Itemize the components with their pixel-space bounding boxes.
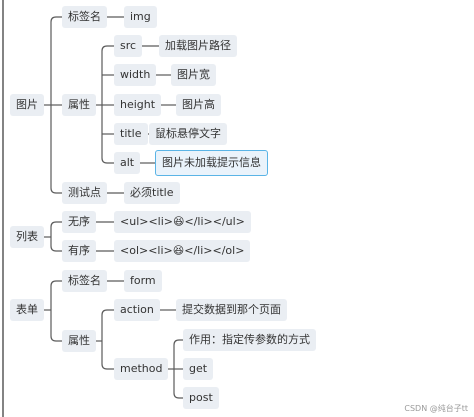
watermark: CSDN @纯台子tt <box>404 404 468 413</box>
node-img-attr-label[interactable]: 属性 <box>62 94 96 116</box>
node-form-tag-value[interactable]: form <box>124 270 162 292</box>
connector-line <box>50 280 62 287</box>
node-height[interactable]: height <box>114 94 162 116</box>
node-test-point[interactable]: 测试点 <box>62 182 107 204</box>
node-ordered-code[interactable]: <ol><li>😆</li></ol> <box>114 240 251 262</box>
connector-line <box>50 187 62 194</box>
connector-line <box>50 335 62 342</box>
node-method[interactable]: method <box>114 358 169 380</box>
node-width[interactable]: width <box>114 64 157 86</box>
connector-line <box>50 221 62 228</box>
node-alt[interactable]: alt <box>114 152 141 174</box>
node-tupian[interactable]: 图片 <box>10 94 44 116</box>
node-form-tag-label[interactable]: 标签名 <box>62 270 107 292</box>
node-src[interactable]: src <box>114 35 143 57</box>
node-method-desc[interactable]: 作用：指定传参数的方式 <box>183 329 316 351</box>
node-src-desc[interactable]: 加载图片路径 <box>159 35 237 57</box>
connector-line <box>101 363 114 370</box>
node-liebiao[interactable]: 列表 <box>10 226 44 248</box>
node-test-point-desc[interactable]: 必须title <box>124 182 180 204</box>
node-form-attr-label[interactable]: 属性 <box>62 330 96 352</box>
node-action-desc[interactable]: 提交数据到那个页面 <box>176 299 287 321</box>
node-height-desc[interactable]: 图片高 <box>176 94 221 116</box>
node-alt-desc[interactable]: 图片未加载提示信息 <box>155 150 268 176</box>
connector-line <box>50 245 62 252</box>
node-post[interactable]: post <box>183 387 219 409</box>
node-ordered[interactable]: 有序 <box>62 240 96 262</box>
node-unordered[interactable]: 无序 <box>62 211 96 233</box>
connector-line <box>101 45 114 52</box>
node-get[interactable]: get <box>183 358 214 380</box>
connector-line <box>101 157 114 164</box>
connector-line <box>173 392 183 399</box>
node-title[interactable]: title <box>114 123 148 145</box>
node-width-desc[interactable]: 图片宽 <box>171 64 216 86</box>
node-title-desc[interactable]: 鼠标悬停文字 <box>149 123 227 145</box>
connector-line <box>173 339 183 346</box>
connector-line <box>101 309 114 316</box>
node-biaodan[interactable]: 表单 <box>10 299 44 321</box>
connector-line <box>50 16 62 23</box>
node-action[interactable]: action <box>114 299 160 321</box>
node-unordered-code[interactable]: <ul><li>😆</li></ul> <box>114 211 251 233</box>
node-img-tag-value[interactable]: img <box>124 6 157 28</box>
node-img-tag-label[interactable]: 标签名 <box>62 6 107 28</box>
